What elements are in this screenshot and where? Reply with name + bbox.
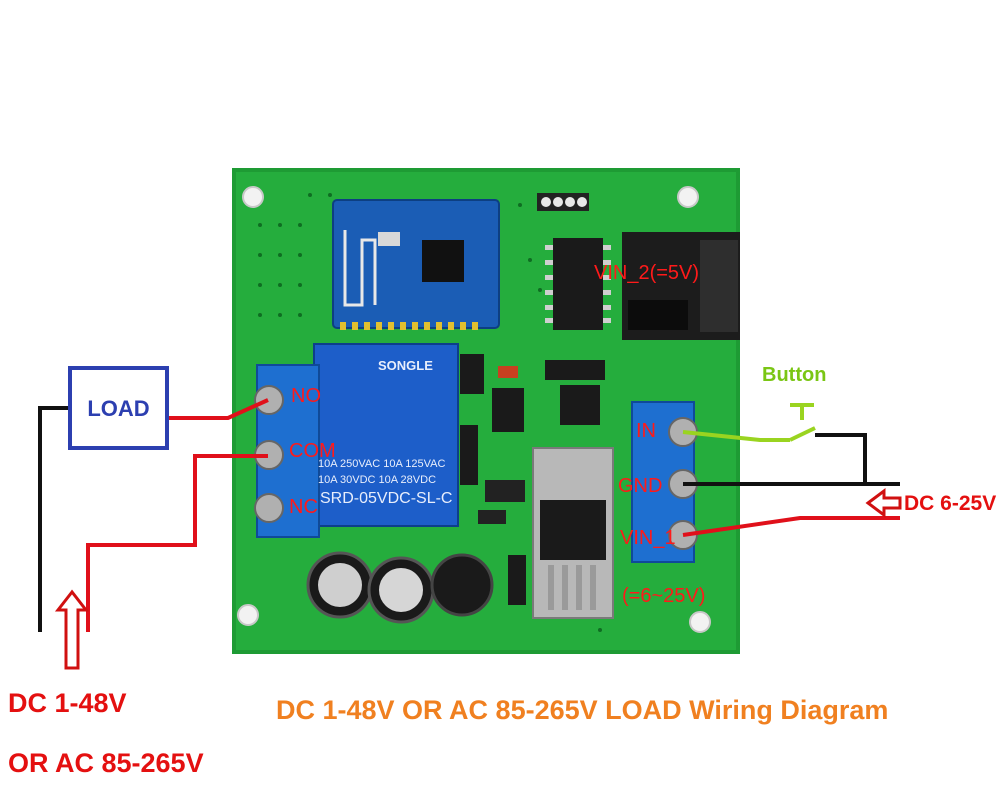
bluetooth-module [332,199,500,330]
mount-hole [237,604,259,626]
terminal-no-label: NO [291,385,321,407]
green-wire-in [682,430,790,442]
red-wire-com [86,454,268,632]
voltage-regulator [532,447,614,619]
red-wire-no [167,398,269,420]
load-label: LOAD [87,396,150,421]
relay-brand: SONGLE [378,358,433,373]
black-wire-button [815,433,867,482]
relay-terminal-block [254,364,320,538]
small-components [460,354,605,605]
terminal-com-label: COM [289,440,336,462]
load-supply-line1: DC 1-48V [8,688,127,718]
load-supply-arrow [54,589,90,670]
load-box [68,366,169,450]
dc-input-label: DC 6-25V [904,492,997,515]
black-wire-load [38,406,70,632]
mount-hole [689,611,711,633]
relay-rating-ac: 10A 250VAC 10A 125VAC [318,458,446,470]
terminal-gnd-label: GND [618,475,663,497]
input-wiring [682,430,900,537]
load-supply-line2: OR AC 85-265V [8,748,204,778]
capacitors [306,551,494,624]
dc-jack [622,232,740,340]
ic-chip [545,238,611,330]
header-pins [537,193,589,211]
terminal-nc-label: NC [289,496,318,518]
mount-hole [677,186,699,208]
button-label: Button [762,364,827,386]
red-wire-vin [682,516,900,537]
terminal-in-label: IN [636,420,656,442]
vin2-label: VIN_2(=5V) [594,262,700,284]
terminal-vin1-label: VIN_1 [620,527,676,549]
vin1-range-label: (=6~25V) [622,585,706,607]
load-wiring [38,398,269,632]
relay [313,343,459,527]
relay-model: SRD-05VDC-SL-C [320,490,453,507]
mount-hole [242,186,264,208]
dc-input-arrow [865,488,902,518]
relay-rating-dc: 10A 30VDC 10A 28VDC [318,474,437,486]
diagram-title: DC 1-48V OR AC 85-265V LOAD Wiring Diagr… [276,695,889,725]
button-symbol [789,403,816,442]
